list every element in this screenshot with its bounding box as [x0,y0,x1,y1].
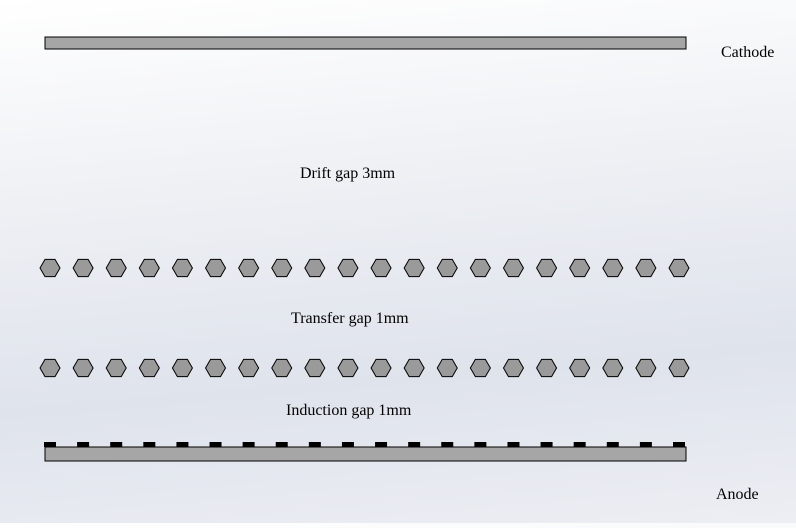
readout-pad [275,442,288,447]
readout-pad [375,442,388,447]
gem-hole-top [271,258,293,278]
readout-pad [673,442,685,447]
gem-hole-top [502,258,525,278]
gem-hole-top [370,258,392,278]
gem-hole-top [138,258,160,278]
readout-pad [143,442,156,447]
gem-hole-bottom [138,358,160,378]
gem-hole-top [171,258,193,278]
gem-hole-bottom [569,358,591,378]
readout-pad [341,442,354,447]
gem-hole-top [72,258,94,278]
gem-hole-top [668,258,690,278]
gem-hole-top [39,258,61,278]
gem-hole-top [569,258,591,278]
anode-readout-pads [44,442,685,447]
readout-pad [474,442,487,447]
anode-plate [44,446,687,462]
readout-pad [308,442,321,447]
readout-pad [441,442,454,447]
readout-pad [242,442,255,447]
gem-foil-top [39,258,690,278]
gem-hole-bottom [304,358,326,378]
readout-pad [507,442,520,447]
gem-hole-bottom [337,358,359,378]
gem-hole-bottom [39,358,61,378]
gem-hole-top [403,258,425,278]
transfer-gap-label: Transfer gap 1mm [291,310,409,327]
gem-hole-top [635,258,657,278]
readout-pad [44,442,56,447]
gem-hole-bottom [72,358,94,378]
gem-hole-bottom [602,358,624,378]
gem-hole-top [469,258,491,278]
readout-pad [77,442,90,447]
readout-pad [606,442,619,447]
cathode-plate [44,36,687,50]
gem-hole-top [238,258,260,278]
gem-foil-bottom [39,358,690,378]
gem-hole-bottom [105,358,127,378]
gem-hole-bottom [370,358,392,378]
gem-hole-bottom [469,358,491,378]
gem-hole-top [337,258,359,278]
gem-hole-bottom [403,358,425,378]
anode-label: Anode [716,486,759,503]
gem-hole-top [105,258,127,278]
gem-hole-bottom [635,358,657,378]
gem-hole-bottom [502,358,525,378]
drift-gap-label: Drift gap 3mm [300,165,396,182]
gem-hole-bottom [271,358,293,378]
gem-hole-bottom [536,358,558,378]
gem-hole-bottom [668,358,690,378]
readout-pad [639,442,652,447]
gem-hole-bottom [436,358,458,378]
induction-gap-label: Induction gap 1mm [286,402,412,419]
gem-hole-top [304,258,326,278]
readout-pad [209,442,222,447]
gem-hole-bottom [171,358,193,378]
gem-hole-top [602,258,624,278]
gem-hole-bottom [204,358,227,378]
readout-pad [573,442,586,447]
gem-hole-bottom [238,358,260,378]
cathode-label: Cathode [721,44,775,61]
readout-pad [408,442,421,447]
readout-pad [110,442,123,447]
gem-hole-top [436,258,458,278]
readout-pad [176,442,189,447]
readout-pad [540,442,553,447]
gem-hole-top [204,258,227,278]
gem-hole-top [536,258,558,278]
